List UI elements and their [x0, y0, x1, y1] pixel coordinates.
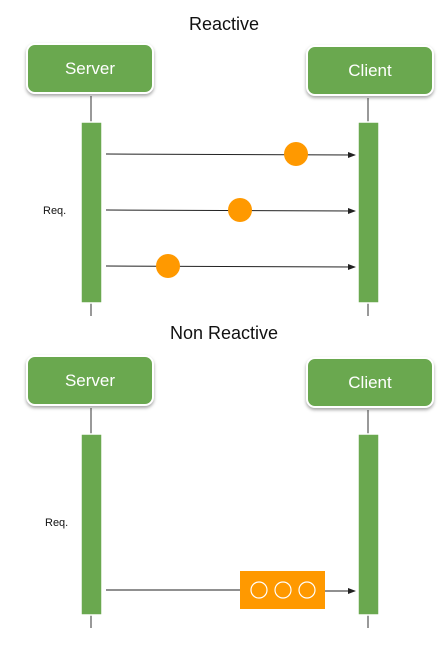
- reactive-data-item: [228, 198, 252, 222]
- batch-data-item: [298, 581, 316, 599]
- non-reactive-server-label: Server: [64, 370, 116, 390]
- non-reactive-client-activation: [357, 433, 380, 616]
- non-reactive-client-box: Client: [306, 357, 434, 408]
- reactive-client-box: Client: [306, 45, 434, 96]
- reactive-client-activation: [357, 121, 380, 304]
- reactive-server-activation: [80, 121, 103, 304]
- batch-data-item: [274, 581, 292, 599]
- reactive-message-arrow: [105, 263, 356, 270]
- reactive-server-label: Server: [64, 58, 116, 78]
- reactive-data-item: [284, 142, 308, 166]
- reactive-title: Reactive: [188, 14, 260, 34]
- batch-data-item: [250, 581, 268, 599]
- reactive-client-label: Client: [348, 60, 392, 80]
- reactive-req-label: Req.: [43, 205, 67, 217]
- reactive-message-arrow: [105, 151, 356, 158]
- reactive-data-item: [156, 254, 180, 278]
- non-reactive-title: Non Reactive: [169, 323, 279, 343]
- non-reactive-server-activation: [80, 433, 103, 616]
- non-reactive-batch-box: [240, 571, 325, 609]
- non-reactive-client-label: Client: [348, 372, 392, 392]
- non-reactive-server-box: Server: [26, 355, 154, 406]
- non-reactive-req-label: Req.: [45, 517, 69, 529]
- reactive-server-box: Server: [26, 43, 154, 94]
